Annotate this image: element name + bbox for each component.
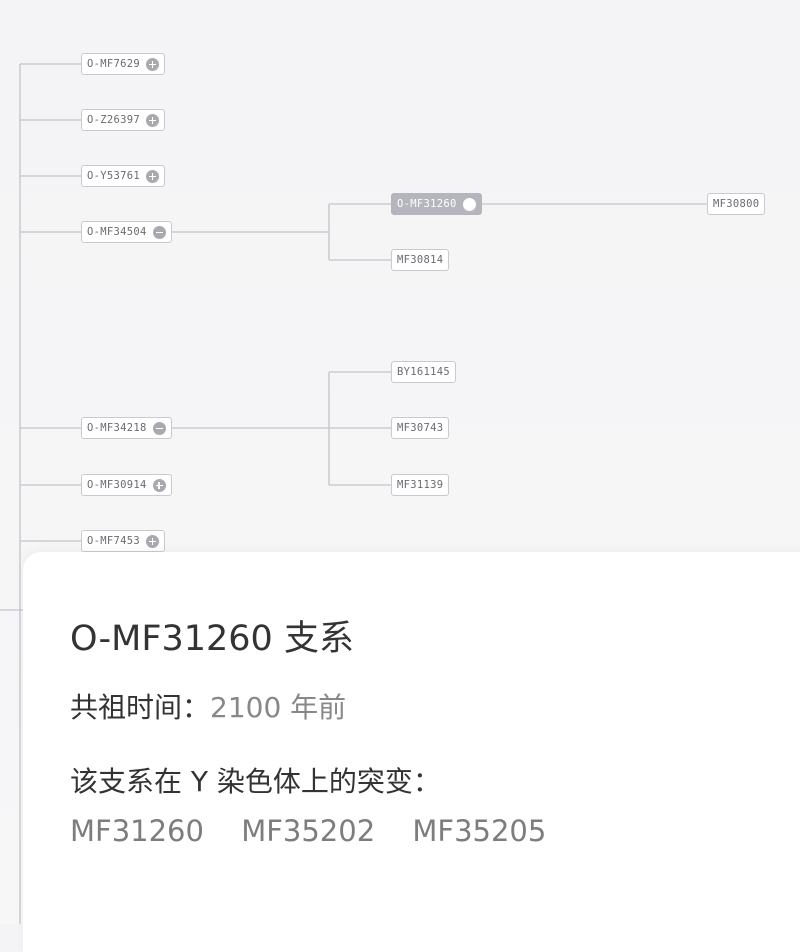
tree-node-o-mf34504[interactable]: O-MF34504 xyxy=(81,221,172,243)
tree-node-label: O-MF7629 xyxy=(87,58,140,70)
tree-node-mf30743[interactable]: MF30743 xyxy=(391,417,450,439)
tree-node-label: MF30743 xyxy=(397,422,444,434)
collapse-icon[interactable] xyxy=(152,421,166,435)
panel-title: O-MF31260 支系 xyxy=(70,619,354,659)
tree-node-label: O-MF34504 xyxy=(87,226,147,238)
tree-node-mf31139[interactable]: MF31139 xyxy=(391,474,450,496)
collapse-icon[interactable] xyxy=(152,225,166,239)
tree-node-o-y53761[interactable]: O-Y53761 xyxy=(81,165,165,187)
tree-node-label: O-Y53761 xyxy=(87,170,140,182)
branch-detail-panel: O-MF31260 支系 共祖时间：2100 年前 该支系在 Y 染色体上的突变… xyxy=(23,552,800,952)
tree-node-by161145[interactable]: BY161145 xyxy=(391,361,456,383)
tree-node-label: O-MF30914 xyxy=(87,479,147,491)
tree-connector-lines xyxy=(0,63,707,924)
ancestor-time-label: 共祖时间： xyxy=(70,691,211,724)
mutations-heading: 该支系在 Y 染色体上的突变： xyxy=(70,765,441,798)
ancestor-time-row: 共祖时间：2100 年前 xyxy=(70,686,346,726)
expand-icon[interactable] xyxy=(145,534,159,548)
tree-node-label: O-Z26397 xyxy=(87,114,140,126)
tree-node-o-mf7453[interactable]: O-MF7453 xyxy=(81,530,165,552)
mutation-item: MF35205 xyxy=(412,814,547,848)
tree-node-o-mf7629[interactable]: O-MF7629 xyxy=(81,53,165,75)
tree-node-mf30800[interactable]: MF30800 xyxy=(707,193,766,215)
tree-node-o-mf30914[interactable]: O-MF30914 xyxy=(81,474,172,496)
tree-node-o-mf31260-selected[interactable]: O-MF31260 xyxy=(391,193,482,215)
tree-node-o-z26397[interactable]: O-Z26397 xyxy=(81,109,165,131)
tree-node-mf30814[interactable]: MF30814 xyxy=(391,249,450,271)
tree-node-label: MF31139 xyxy=(397,479,444,491)
tree-node-label: MF30814 xyxy=(397,254,444,266)
ancestor-time-value: 2100 年前 xyxy=(210,691,347,724)
mutations-list: MF31260 MF35202 MF35205 xyxy=(70,814,574,848)
expand-icon[interactable] xyxy=(145,169,159,183)
collapse-icon[interactable] xyxy=(462,197,476,211)
tree-node-label: MF30800 xyxy=(713,198,760,210)
tree-node-label: O-MF34218 xyxy=(87,422,147,434)
mutation-item: MF35202 xyxy=(241,814,376,848)
expand-icon[interactable] xyxy=(152,478,166,492)
mutation-item: MF31260 xyxy=(70,814,204,848)
expand-icon[interactable] xyxy=(145,113,159,127)
tree-node-label: O-MF7453 xyxy=(87,535,140,547)
expand-icon[interactable] xyxy=(145,57,159,71)
tree-node-label: BY161145 xyxy=(397,366,450,378)
tree-node-o-mf34218[interactable]: O-MF34218 xyxy=(81,417,172,439)
tree-node-label: O-MF31260 xyxy=(397,198,457,210)
